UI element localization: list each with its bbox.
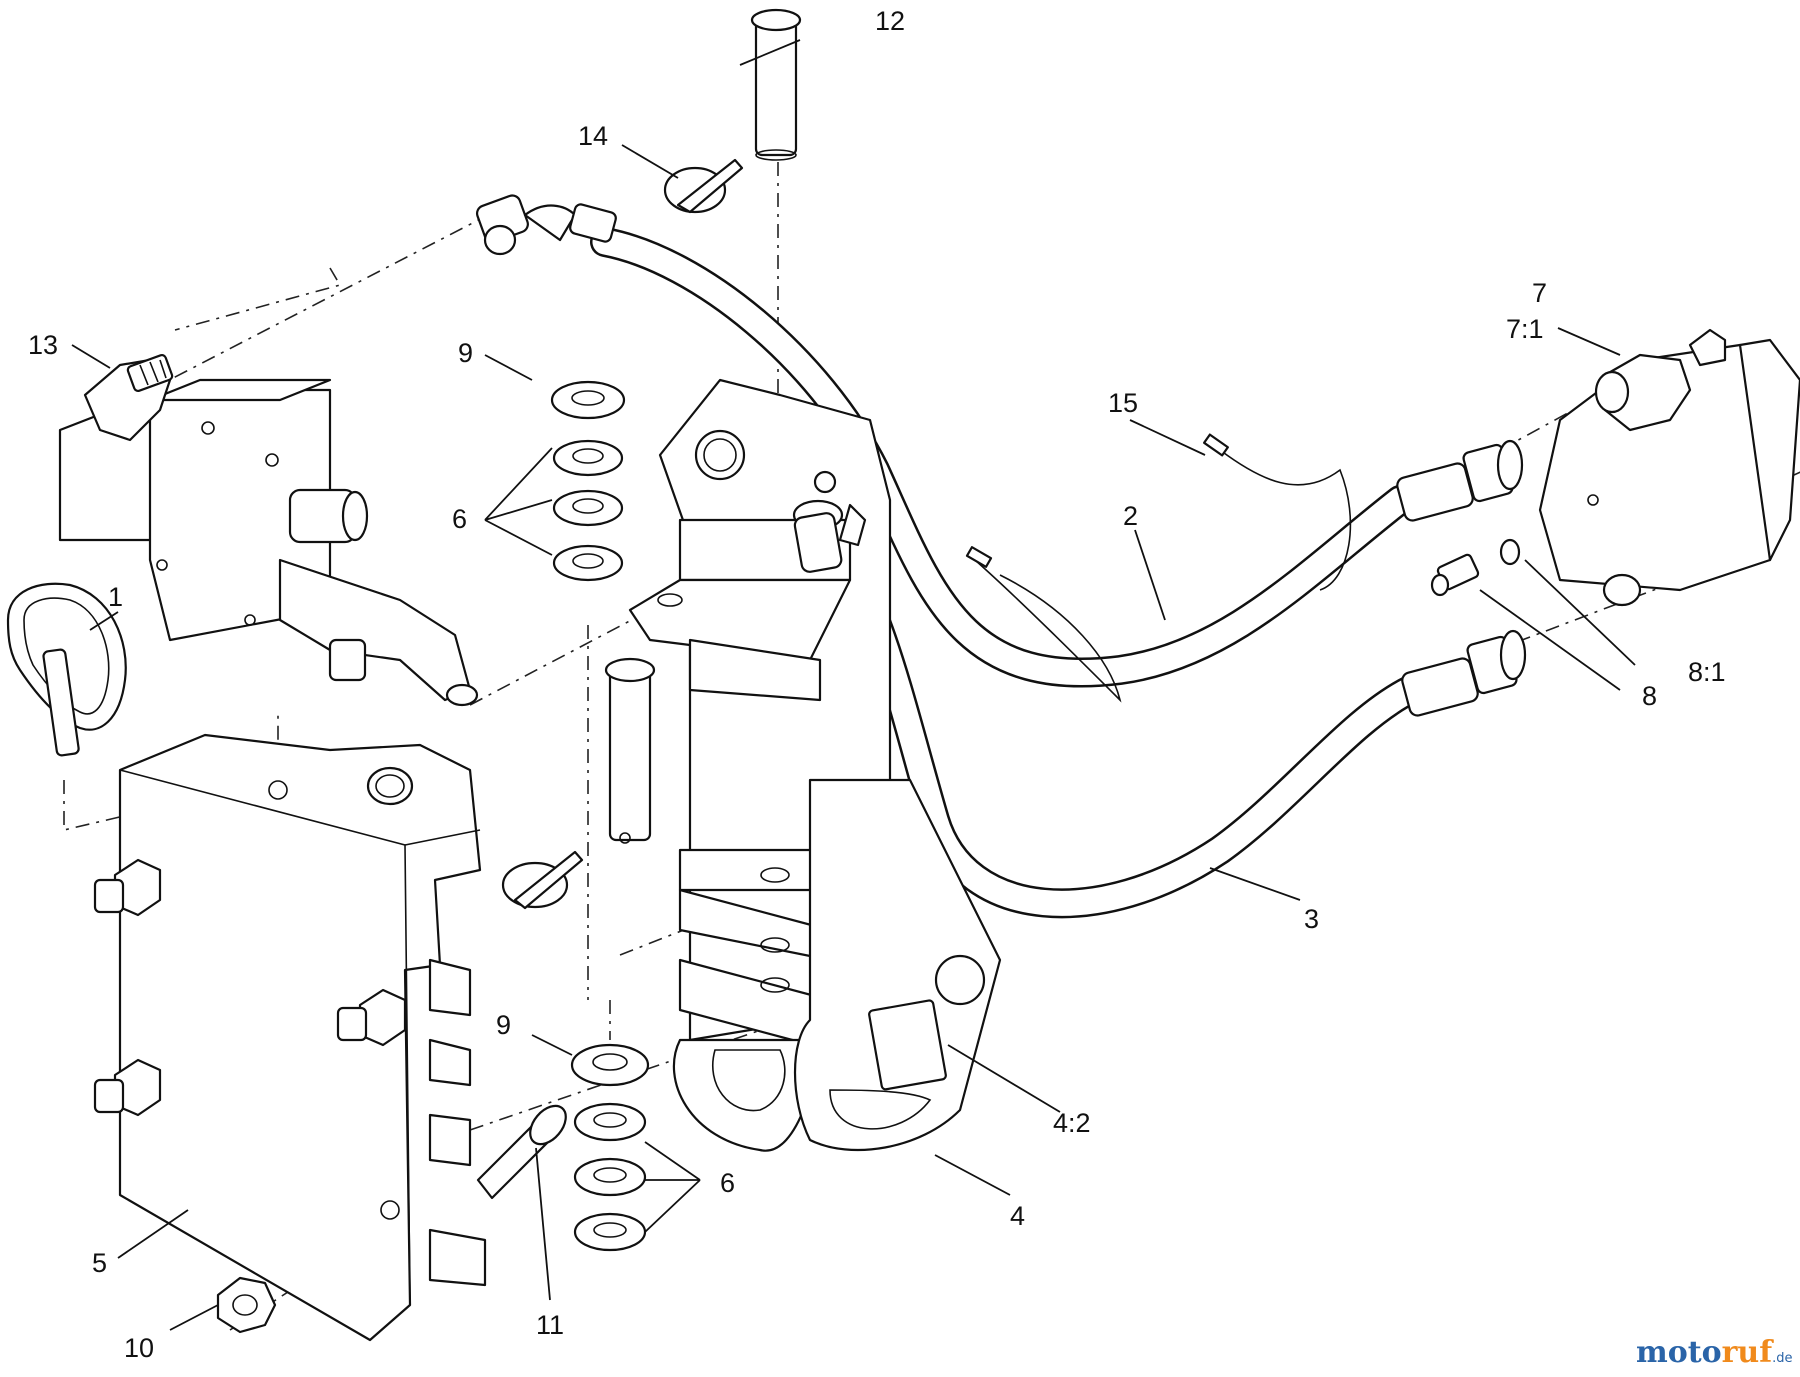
flange-nut-10 bbox=[216, 1276, 277, 1334]
washer-stack-lower bbox=[570, 1043, 650, 1252]
hydraulic-pump bbox=[1538, 328, 1800, 607]
callout-3: 3 bbox=[1304, 904, 1319, 934]
hose-center-fitting bbox=[792, 499, 867, 573]
callout-6-lower: 6 bbox=[720, 1168, 735, 1198]
callout-6-upper: 6 bbox=[452, 504, 467, 534]
wire-harness-15 bbox=[965, 433, 1352, 703]
hairpin-clip-lower bbox=[501, 850, 584, 910]
hose-3-fitting-right bbox=[1401, 629, 1527, 717]
pin-11 bbox=[476, 1104, 567, 1200]
callout-12: 12 bbox=[875, 6, 905, 36]
callout-15: 15 bbox=[1108, 388, 1138, 418]
watermark-suffix: .de bbox=[1772, 1351, 1792, 1366]
callout-4: 4 bbox=[1010, 1201, 1025, 1231]
callout-14: 14 bbox=[578, 121, 608, 151]
grease-fitting-8 bbox=[1430, 553, 1480, 597]
clevis-pin-lower bbox=[604, 657, 656, 844]
hitch-frame-4 bbox=[628, 378, 1002, 1152]
callout-11: 11 bbox=[536, 1310, 564, 1340]
watermark-brand-blue: moto bbox=[1636, 1335, 1722, 1370]
callout-7: 7 bbox=[1532, 278, 1547, 308]
valve-block bbox=[58, 378, 479, 707]
washer-stack-upper bbox=[550, 380, 626, 582]
callout-8-1: 8:1 bbox=[1688, 657, 1726, 687]
bolt-plate-right bbox=[336, 988, 407, 1047]
callout-8: 8 bbox=[1642, 681, 1657, 711]
mounting-plate-5 bbox=[118, 733, 487, 1342]
callout-9-lower: 9 bbox=[496, 1010, 511, 1040]
callout-7-1: 7:1 bbox=[1506, 314, 1544, 344]
callout-10: 10 bbox=[124, 1333, 154, 1363]
callout-9-upper: 9 bbox=[458, 338, 473, 368]
elbow-fitting-7 bbox=[1594, 353, 1692, 432]
hose-2-fitting-left bbox=[475, 194, 617, 256]
bolt-plate-lower-left bbox=[93, 1058, 162, 1117]
watermark-brand-orange: ruf bbox=[1722, 1335, 1775, 1370]
callout-labels: 1 2 3 4 4:2 5 6 6 7 7:1 8 8:1 9 9 10 11 … bbox=[28, 6, 1726, 1363]
elbow-fitting-13 bbox=[83, 353, 174, 442]
hairpin-clip-14 bbox=[663, 158, 744, 214]
callout-13: 13 bbox=[28, 330, 58, 360]
watermark-logo: motoruf.de bbox=[1636, 1335, 1793, 1370]
callout-2: 2 bbox=[1123, 501, 1138, 531]
hose-2-fitting-right bbox=[1396, 439, 1524, 522]
svg-text:motoruf.de: motoruf.de bbox=[1636, 1335, 1793, 1370]
callout-5: 5 bbox=[92, 1248, 107, 1278]
hose-2 bbox=[590, 227, 1415, 688]
callout-1: 1 bbox=[108, 582, 123, 612]
callout-4-2: 4:2 bbox=[1053, 1108, 1091, 1138]
bolt-plate-upper-left bbox=[93, 858, 162, 917]
leader-lines bbox=[71, 39, 1636, 1331]
clevis-pin-12 bbox=[750, 8, 802, 161]
o-ring-8-1 bbox=[1499, 538, 1521, 566]
lock-handle-1 bbox=[6, 582, 127, 757]
